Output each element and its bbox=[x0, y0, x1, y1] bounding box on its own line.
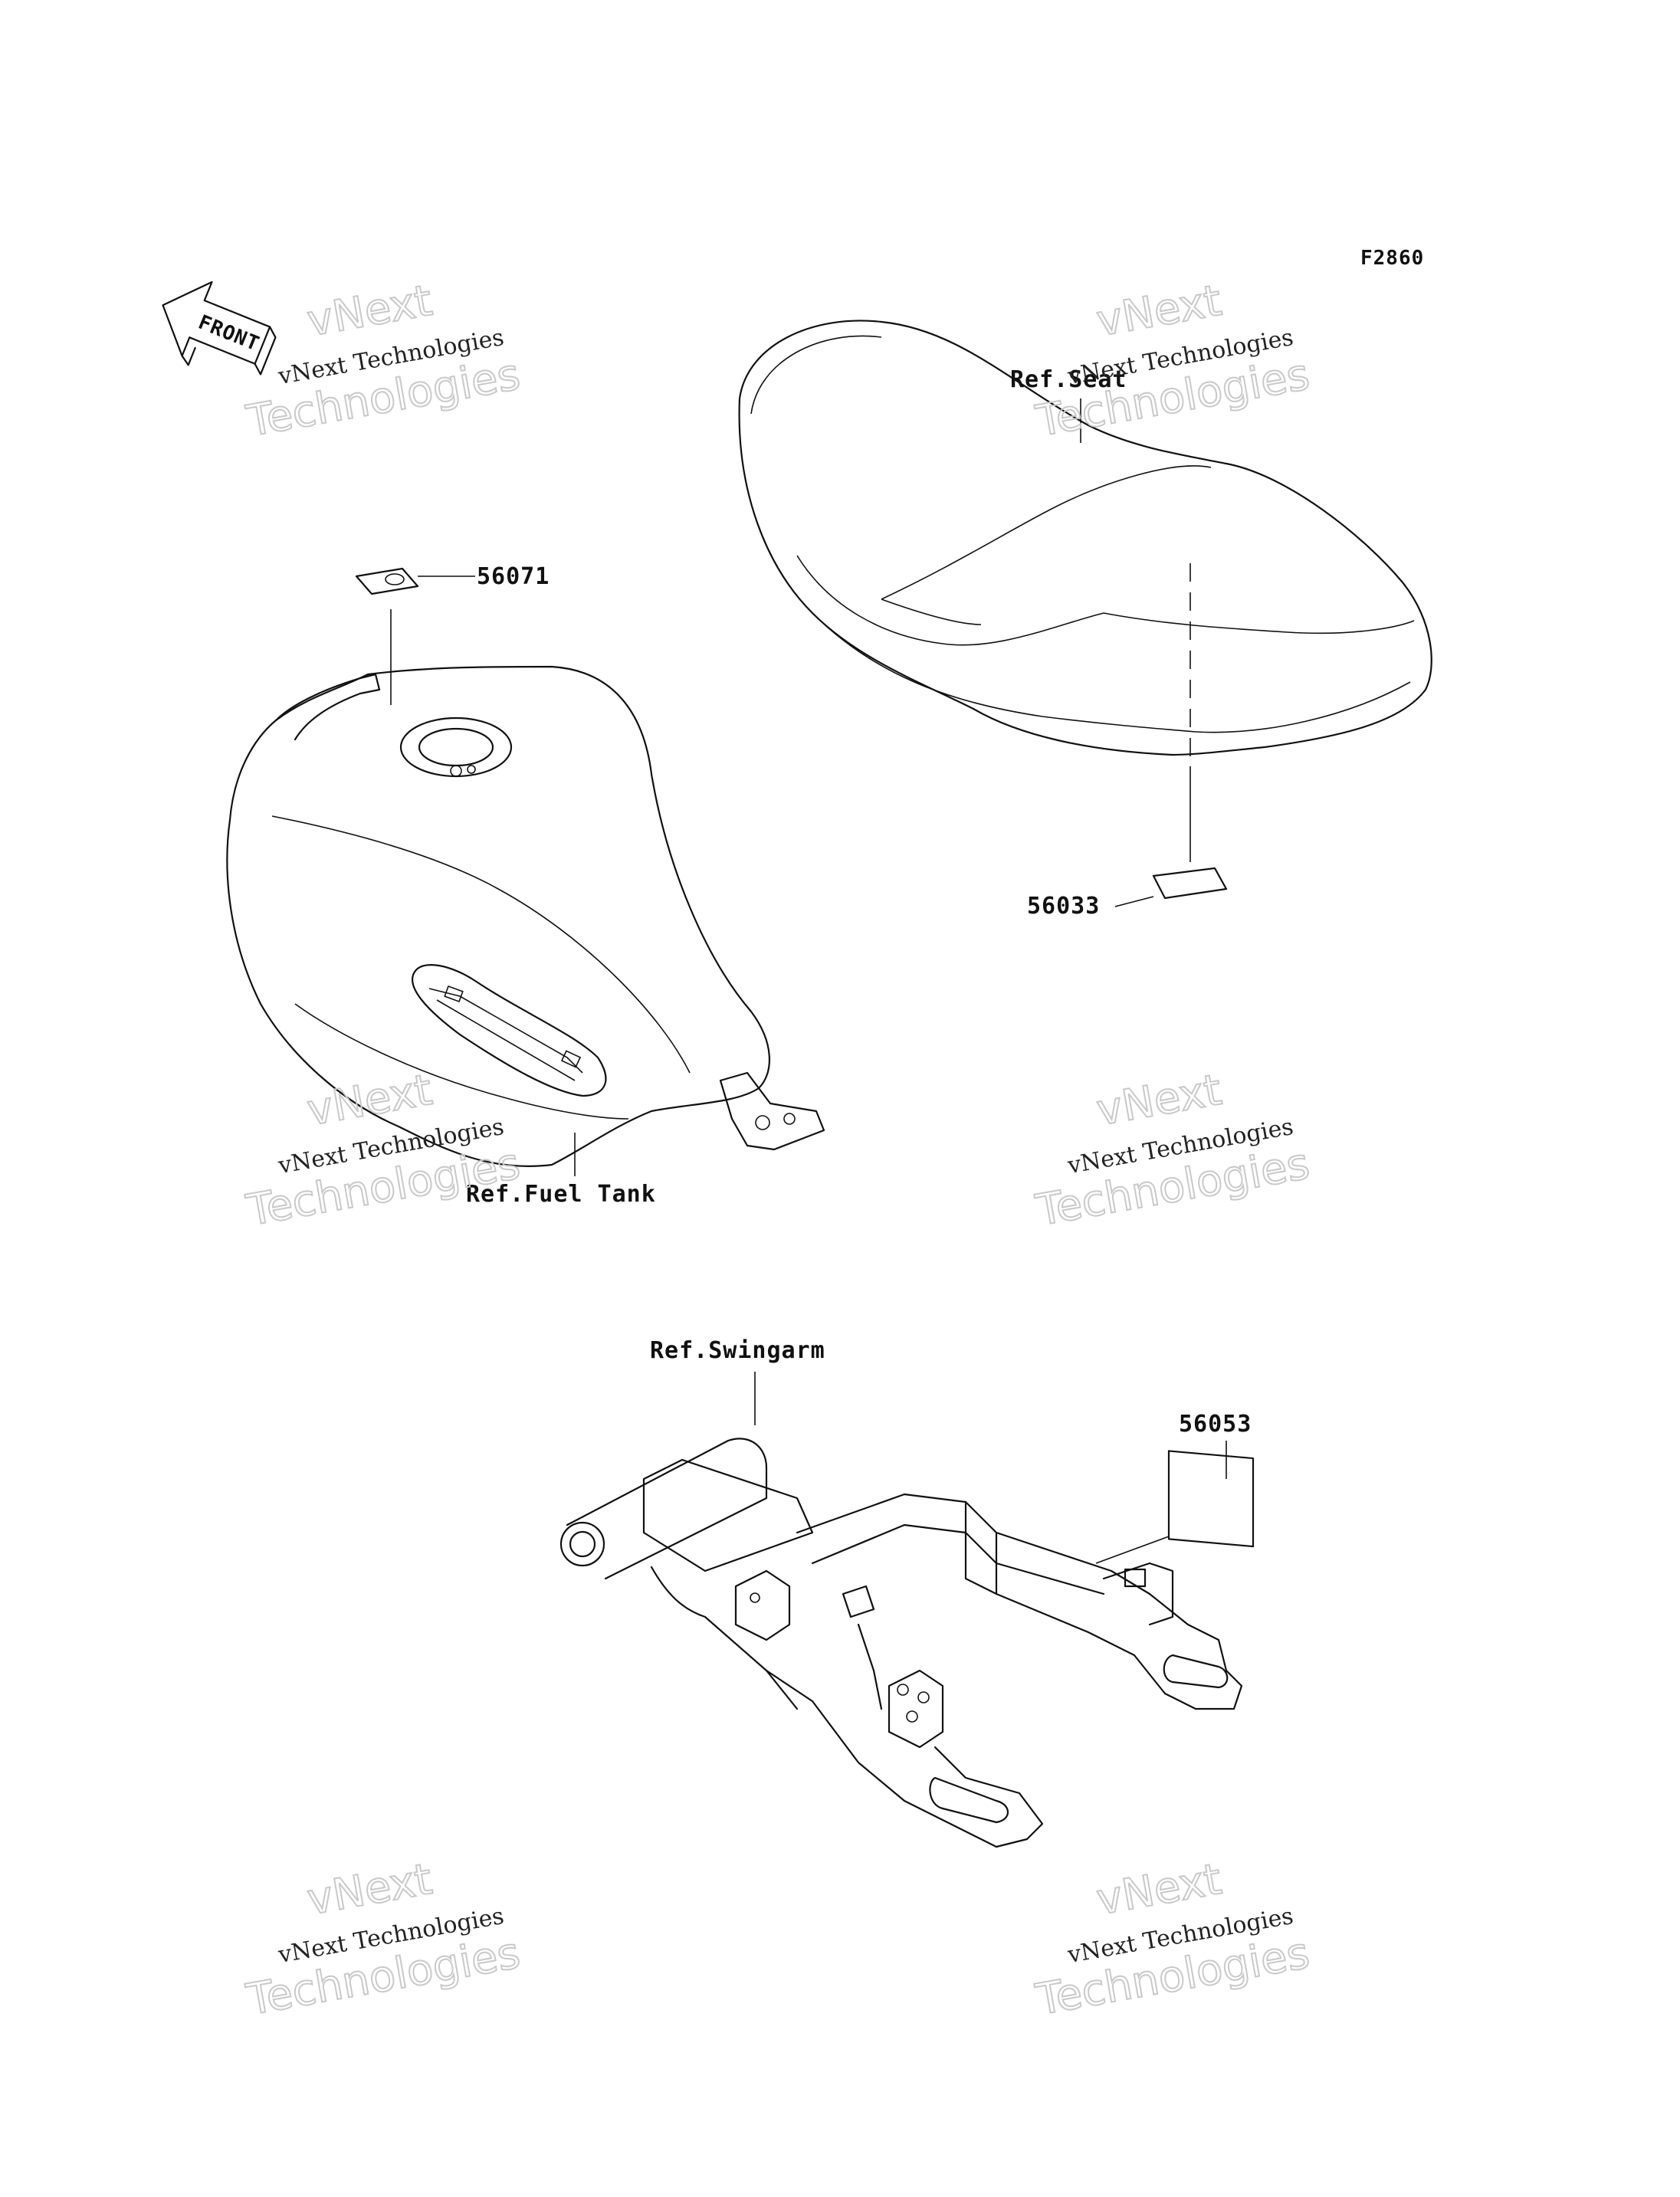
svg-text:vNext: vNext bbox=[1093, 276, 1225, 346]
label-56053-sticker bbox=[1167, 1450, 1255, 1548]
ref-fuel-tank-label: Ref.Fuel Tank bbox=[466, 1181, 656, 1208]
svg-text:vNext: vNext bbox=[304, 1854, 435, 1925]
svg-text:vNext: vNext bbox=[1093, 1854, 1225, 1925]
part-56071-label: 56071 bbox=[477, 563, 550, 590]
watermark: vNext vNext Technologies Technologies bbox=[1032, 1854, 1314, 2026]
ref-swingarm-label: Ref.Swingarm bbox=[650, 1337, 825, 1364]
front-arrow-label: FRONT bbox=[195, 311, 262, 356]
watermark: vNext vNext Technologies Technologies bbox=[242, 1064, 525, 1237]
watermark: vNext vNext Technologies Technologies bbox=[1032, 1064, 1314, 1237]
svg-text:vNext: vNext bbox=[1093, 1065, 1225, 1136]
svg-text:vNext: vNext bbox=[304, 1065, 435, 1136]
diagram-id: F2860 bbox=[1360, 247, 1424, 270]
watermark: vNext vNext Technologies Technologies bbox=[1032, 275, 1314, 448]
fuel-tank-illustration bbox=[226, 665, 825, 1168]
swingarm-illustration bbox=[559, 1438, 1243, 1848]
svg-text:vNext: vNext bbox=[304, 276, 435, 346]
part-56033-label: 56033 bbox=[1027, 893, 1100, 920]
label-56033-sticker bbox=[1152, 867, 1228, 900]
ref-seat-label: Ref.Seat bbox=[1010, 366, 1127, 393]
watermark: vNext vNext Technologies Technologies bbox=[242, 275, 525, 448]
part-56053-label: 56053 bbox=[1179, 1411, 1252, 1438]
label-56071-sticker bbox=[355, 567, 419, 595]
watermark: vNext vNext Technologies Technologies bbox=[242, 1854, 525, 2026]
seat-illustration bbox=[738, 320, 1432, 756]
front-arrow-icon: FRONT bbox=[162, 280, 277, 375]
